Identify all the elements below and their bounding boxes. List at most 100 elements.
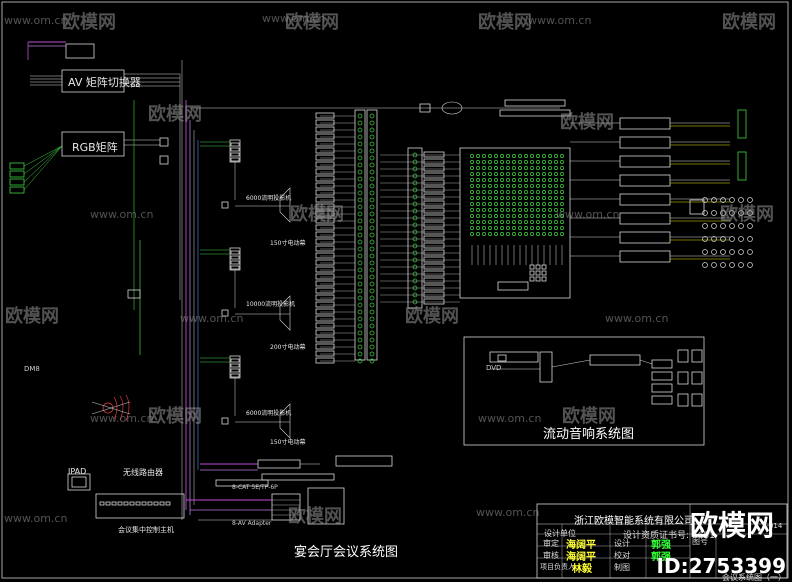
patch-jack <box>369 330 375 336</box>
cable-tag <box>423 235 445 242</box>
wireless-mic <box>102 402 114 414</box>
mixer-knob <box>542 196 546 200</box>
network-cloud <box>441 101 463 115</box>
mixer-knob <box>512 166 516 170</box>
signal-wave <box>125 394 130 422</box>
mixer-knob <box>524 184 528 188</box>
rack-speaker <box>737 151 747 181</box>
mixer-knob <box>536 202 540 206</box>
patch-jack <box>357 225 363 231</box>
watermark-logo: 欧模网 <box>562 406 616 427</box>
speaker-circle <box>711 210 717 216</box>
mixer-knob <box>470 178 474 182</box>
cable-tag <box>315 126 335 133</box>
mixer-knob <box>554 208 558 212</box>
patch-jack <box>369 302 375 308</box>
rack-speaker <box>737 109 747 139</box>
mixer-knob <box>518 208 522 212</box>
patch-jack <box>369 323 375 329</box>
amplifier-box <box>619 155 671 168</box>
mixer-knob <box>470 190 474 194</box>
cable-tag <box>315 217 335 224</box>
projector-fin <box>230 142 240 147</box>
watermark-logo: 欧模网 <box>560 112 614 133</box>
mixer-knob <box>506 154 510 158</box>
mixer-knob <box>512 226 516 230</box>
cable-tag <box>315 280 335 287</box>
cable-tag <box>423 172 445 179</box>
mixer-knob <box>548 208 552 212</box>
drawing-name: 会议系统图（一） <box>722 573 786 582</box>
mixer-knob <box>470 232 474 236</box>
speaker-circle <box>738 262 744 268</box>
mixer-knob <box>500 154 504 158</box>
patch-jack <box>369 134 375 140</box>
speaker-circle <box>711 262 717 268</box>
speaker-circle <box>738 249 744 255</box>
patch-jack <box>369 169 375 175</box>
cable-tag <box>315 336 335 343</box>
mixer-knob <box>518 202 522 206</box>
patch-jack <box>357 218 363 224</box>
mixer-knob <box>554 214 558 218</box>
mixer-knob <box>518 166 522 170</box>
speaker-circle <box>738 236 744 242</box>
watermark-url: www.om.cn <box>476 506 540 519</box>
speaker-circle <box>729 197 735 203</box>
mixer-knob <box>560 220 564 224</box>
cable-tag <box>423 298 445 305</box>
mixer-display <box>497 281 529 291</box>
mixer-knob <box>554 178 558 182</box>
amplifier-box <box>619 250 671 263</box>
mixer-knob <box>506 196 510 200</box>
patch-jack <box>369 225 375 231</box>
mixer-knob <box>536 160 540 164</box>
mixer-knob <box>530 184 534 188</box>
speaker-circle <box>747 249 753 255</box>
projector-fin <box>230 255 240 260</box>
mixer-knob <box>548 226 552 230</box>
mixer-knob <box>488 220 492 224</box>
mixer-knob <box>506 160 510 164</box>
dvd-stack <box>271 493 301 521</box>
mixer-knob <box>488 166 492 170</box>
mixer-knob <box>506 166 510 170</box>
mixer-knob <box>518 190 522 194</box>
patch-jack <box>369 288 375 294</box>
screen-label: 150寸电动幕 <box>270 240 306 247</box>
patch-jack <box>357 274 363 280</box>
patch-jack <box>369 155 375 161</box>
patch-jack <box>369 351 375 357</box>
patch-jack <box>369 127 375 133</box>
mixer-knob <box>554 154 558 158</box>
cable-tag <box>315 182 335 189</box>
watermark-logo: 欧模网 <box>148 104 202 125</box>
mixer-knob <box>524 220 528 224</box>
mixer-button <box>541 276 547 282</box>
cable-tag <box>423 277 445 284</box>
mixer-knob <box>554 172 558 176</box>
mixer-knob <box>530 208 534 212</box>
mixer-knob <box>554 190 558 194</box>
mixer-knob <box>470 196 474 200</box>
mixer-knob <box>488 154 492 158</box>
patch-jack <box>357 288 363 294</box>
tb-row-label: 制图 <box>614 563 630 572</box>
mixer-knob <box>542 172 546 176</box>
speaker-circle <box>738 223 744 229</box>
mixer-knob <box>530 190 534 194</box>
watermark-url: www.om.cn <box>180 312 244 325</box>
mixer-knob <box>560 208 564 212</box>
mixer-knob <box>494 220 498 224</box>
cable-tag <box>315 259 335 266</box>
cable-tag <box>315 154 335 161</box>
cable-tag <box>315 203 335 210</box>
patch-jack <box>369 274 375 280</box>
mixer-knob <box>548 166 552 170</box>
mixer-button <box>541 264 547 270</box>
mixer-knob <box>548 202 552 206</box>
patch-jack <box>357 190 363 196</box>
mixer-knob <box>548 190 552 194</box>
ipad-label: IPAD <box>68 467 87 476</box>
